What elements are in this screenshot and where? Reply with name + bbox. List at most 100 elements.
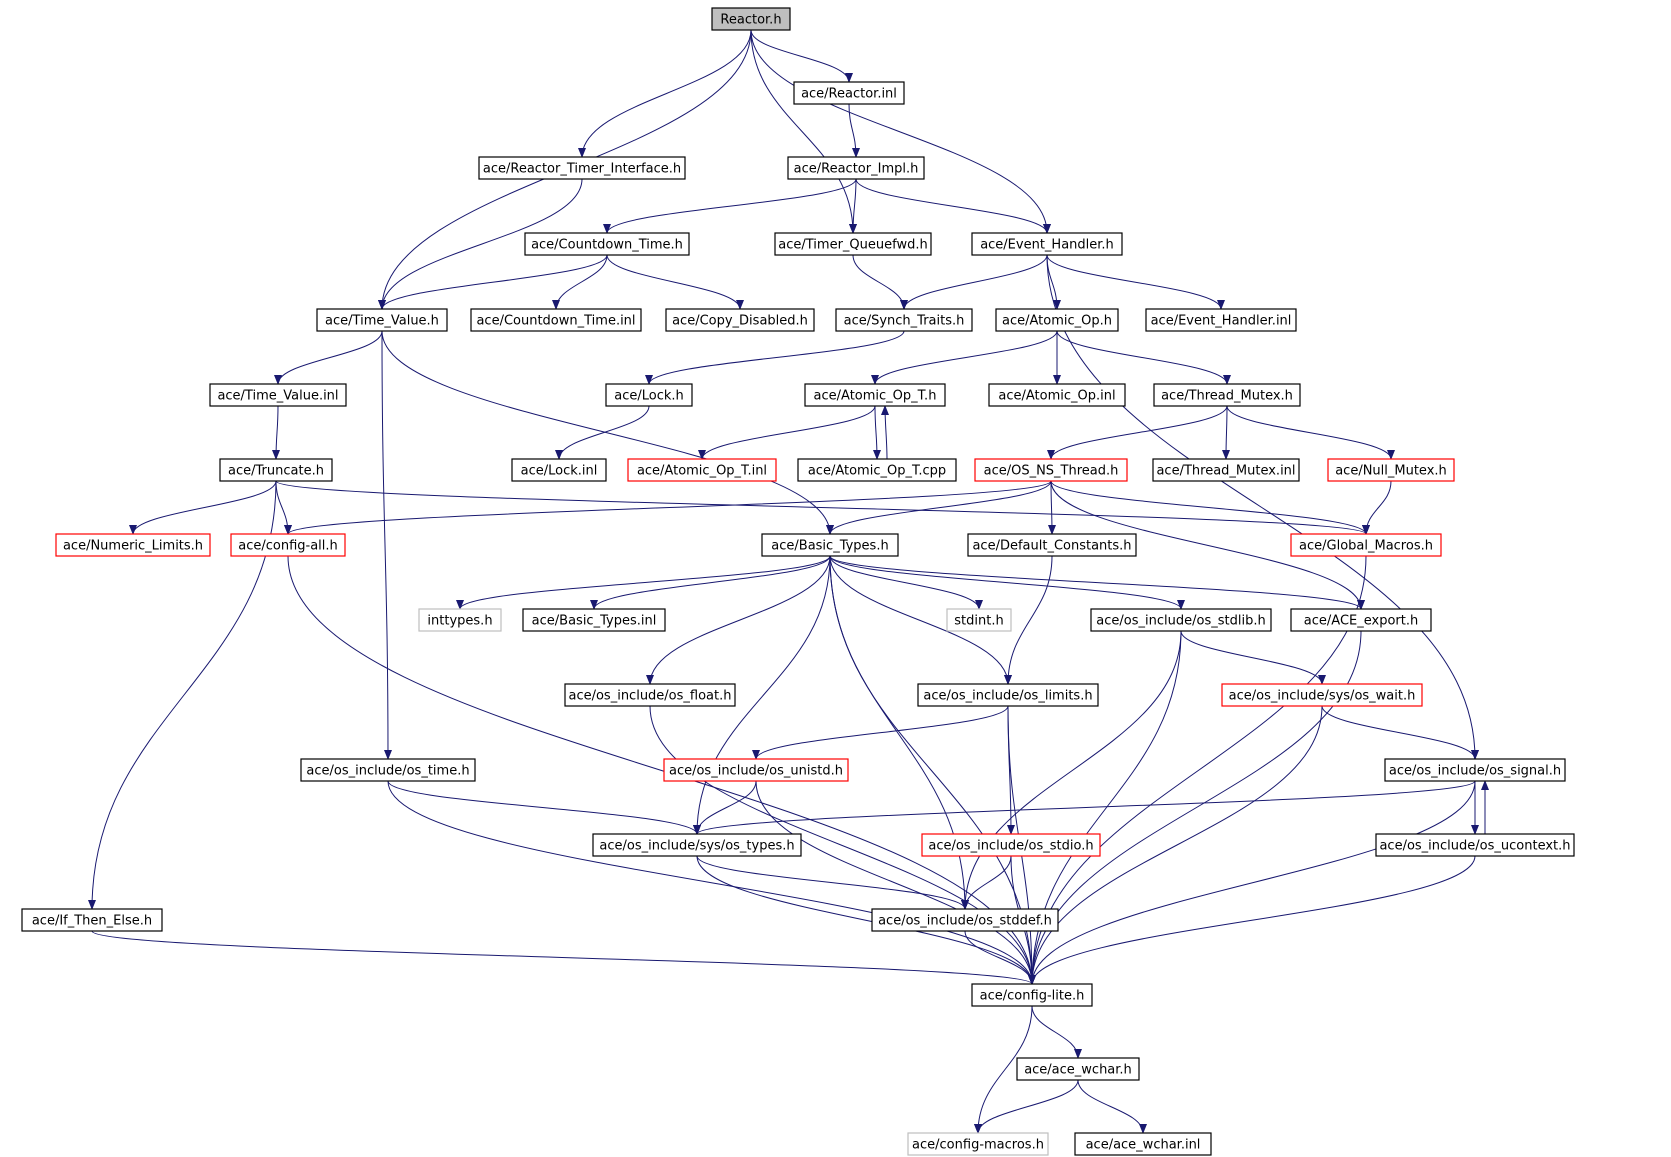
graph-node-sys-os-wait[interactable]: ace/os_include/sys/os_wait.h: [1221, 683, 1423, 707]
graph-node-thread-mutex-inl[interactable]: ace/Thread_Mutex.inl: [1152, 458, 1300, 482]
node-label: ace/os_include/os_time.h: [306, 764, 469, 779]
node-label: ace/config-all.h: [238, 539, 338, 554]
graph-node-time-value-inl[interactable]: ace/Time_Value.inl: [209, 383, 347, 407]
edge-os-ns-thread-to-ace-export: [1050, 480, 1365, 610]
graph-node-atomic-op-t-h[interactable]: ace/Atomic_Op_T.h: [804, 383, 946, 407]
node-box: [921, 833, 1101, 857]
node-label: ace/Thread_Mutex.h: [1161, 389, 1293, 404]
graph-node-os-float[interactable]: ace/os_include/os_float.h: [564, 683, 736, 707]
graph-node-synch-traits[interactable]: ace/Synch_Traits.h: [835, 308, 973, 332]
edge-atomic-op-t-h-to-atomic-op-t-inl: [698, 405, 876, 460]
graph-node-os-signal[interactable]: ace/os_include/os_signal.h: [1384, 758, 1566, 782]
graph-node-atomic-op-t-inl[interactable]: ace/Atomic_Op_T.inl: [627, 458, 777, 482]
node-box: [1375, 833, 1575, 857]
graph-node-reactor-inl[interactable]: ace/Reactor.inl: [793, 81, 905, 105]
graph-node-reactor-h[interactable]: Reactor.h: [711, 7, 791, 31]
node-box: [470, 308, 642, 332]
node-box: [605, 383, 693, 407]
edge-default-constants-to-os-limits: [1004, 555, 1053, 685]
graph-node-numeric-limits[interactable]: ace/Numeric_Limits.h: [55, 533, 211, 557]
edge-os-ns-thread-to-config-all: [284, 480, 1052, 535]
graph-node-ace-wchar-inl[interactable]: ace/ace_wchar.inl: [1074, 1132, 1212, 1156]
edge-countdown-time-h-to-time-value-h: [378, 254, 608, 310]
graph-node-config-all[interactable]: ace/config-all.h: [230, 533, 346, 557]
edge-synch-traits-to-lock-h: [645, 330, 905, 385]
graph-node-os-limits[interactable]: ace/os_include/os_limits.h: [917, 683, 1099, 707]
node-label: ace/Reactor_Timer_Interface.h: [483, 162, 681, 177]
edge-os-signal-to-config-lite: [1028, 780, 1476, 985]
graph-node-lock-h[interactable]: ace/Lock.h: [605, 383, 693, 407]
graph-node-atomic-op-h[interactable]: ace/Atomic_Op.h: [995, 308, 1119, 332]
edge-lock-h-to-lock-inl: [555, 405, 650, 460]
graph-node-truncate-h[interactable]: ace/Truncate.h: [219, 458, 333, 482]
node-box: [774, 232, 932, 256]
node-label: ace/os_include/os_limits.h: [923, 689, 1092, 704]
node-label: ace/os_include/os_stddef.h: [878, 914, 1052, 929]
graph-node-ace-export[interactable]: ace/ACE_export.h: [1290, 608, 1432, 632]
graph-node-basic-types-h[interactable]: ace/Basic_Types.h: [761, 533, 899, 557]
graph-node-reactor-impl[interactable]: ace/Reactor_Impl.h: [787, 156, 925, 180]
graph-node-config-lite[interactable]: ace/config-lite.h: [971, 983, 1093, 1007]
node-box: [761, 533, 899, 557]
node-box: [1152, 458, 1300, 482]
graph-node-thread-mutex-h[interactable]: ace/Thread_Mutex.h: [1153, 383, 1301, 407]
graph-node-atomic-op-t-cpp[interactable]: ace/Atomic_Op_T.cpp: [797, 458, 957, 482]
graph-node-atomic-op-inl[interactable]: ace/Atomic_Op.inl: [988, 383, 1126, 407]
node-label: ace/Atomic_Op.inl: [998, 389, 1115, 404]
graph-node-os-unistd[interactable]: ace/os_include/os_unistd.h: [663, 758, 849, 782]
edge-os-stdio-to-os-stddef: [961, 855, 1012, 910]
graph-node-config-macros[interactable]: ace/config-macros.h: [907, 1132, 1049, 1156]
edge-ace-wchar-h-to-config-macros: [974, 1079, 1079, 1134]
graph-node-os-ucontext[interactable]: ace/os_include/os_ucontext.h: [1375, 833, 1575, 857]
graph-node-countdown-time-h[interactable]: ace/Countdown_Time.h: [524, 232, 690, 256]
edge-reactor-h-to-timer-queuefwd: [750, 29, 857, 234]
graph-node-inttypes[interactable]: inttypes.h: [418, 608, 502, 632]
graph-node-os-time[interactable]: ace/os_include/os_time.h: [300, 758, 476, 782]
edge-atomic-op-t-h-to-atomic-op-t-cpp: [872, 405, 881, 460]
node-label: ace/os_include/os_float.h: [568, 689, 731, 704]
graph-node-sys-os-types[interactable]: ace/os_include/sys/os_types.h: [592, 833, 802, 857]
node-label: ace/config-macros.h: [912, 1138, 1044, 1153]
node-label: ace/ace_wchar.h: [1024, 1063, 1132, 1078]
edge-if-then-else-to-config-lite: [91, 930, 1036, 985]
graph-node-os-stdlib[interactable]: ace/os_include/os_stdlib.h: [1090, 608, 1272, 632]
graph-node-default-constants[interactable]: ace/Default_Constants.h: [967, 533, 1137, 557]
graph-node-global-macros[interactable]: ace/Global_Macros.h: [1290, 533, 1442, 557]
graph-node-if-then-else[interactable]: ace/If_Then_Else.h: [21, 908, 163, 932]
graph-node-os-ns-thread[interactable]: ace/OS_NS_Thread.h: [974, 458, 1128, 482]
node-label: ace/Time_Value.inl: [217, 389, 338, 404]
graph-node-stdint[interactable]: stdint.h: [946, 608, 1012, 632]
node-label: ace/ACE_export.h: [1304, 614, 1418, 629]
node-label: ace/Synch_Traits.h: [844, 314, 965, 329]
node-label: ace/Reactor_Impl.h: [794, 162, 919, 177]
edge-sys-os-wait-to-os-signal: [1321, 705, 1479, 760]
graph-node-countdown-time-inl[interactable]: ace/Countdown_Time.inl: [470, 308, 642, 332]
edge-reactor-h-to-reactor-inl: [750, 29, 853, 83]
edge-atomic-op-t-cpp-to-atomic-op-t-h: [881, 405, 890, 460]
node-box: [1145, 308, 1297, 332]
node-box: [971, 232, 1123, 256]
edge-config-lite-to-ace-wchar-h: [1031, 1005, 1082, 1059]
edge-reactor-timer-interface-to-time-value-h: [378, 178, 583, 310]
node-label: ace/Truncate.h: [228, 464, 324, 479]
graph-node-os-stdio[interactable]: ace/os_include/os_stdio.h: [921, 833, 1101, 857]
graph-node-copy-disabled[interactable]: ace/Copy_Disabled.h: [665, 308, 815, 332]
edge-os-float-to-config-lite: [649, 705, 1036, 985]
edge-time-value-h-to-basic-types-h: [381, 330, 834, 535]
graph-node-event-handler-h[interactable]: ace/Event_Handler.h: [971, 232, 1123, 256]
graph-node-reactor-timer-interface[interactable]: ace/Reactor_Timer_Interface.h: [478, 156, 686, 180]
graph-node-event-handler-inl[interactable]: ace/Event_Handler.inl: [1145, 308, 1297, 332]
edge-sys-os-wait-to-config-lite: [1028, 705, 1323, 985]
graph-node-time-value-h[interactable]: ace/Time_Value.h: [316, 308, 448, 332]
node-box: [787, 156, 925, 180]
graph-node-null-mutex[interactable]: ace/Null_Mutex.h: [1327, 458, 1455, 482]
node-label: ace/os_include/os_stdio.h: [928, 839, 1093, 854]
graph-node-ace-wchar-h[interactable]: ace/ace_wchar.h: [1016, 1057, 1140, 1081]
graph-node-lock-inl[interactable]: ace/Lock.inl: [511, 458, 607, 482]
edge-event-handler-h-to-synch-traits: [900, 254, 1048, 310]
graph-node-os-stddef[interactable]: ace/os_include/os_stddef.h: [871, 908, 1059, 932]
graph-node-basic-types-inl[interactable]: ace/Basic_Types.inl: [522, 608, 666, 632]
edge-time-value-h-to-os-time: [381, 330, 392, 760]
node-box: [907, 1132, 1049, 1156]
graph-node-timer-queuefwd[interactable]: ace/Timer_Queuefwd.h: [774, 232, 932, 256]
